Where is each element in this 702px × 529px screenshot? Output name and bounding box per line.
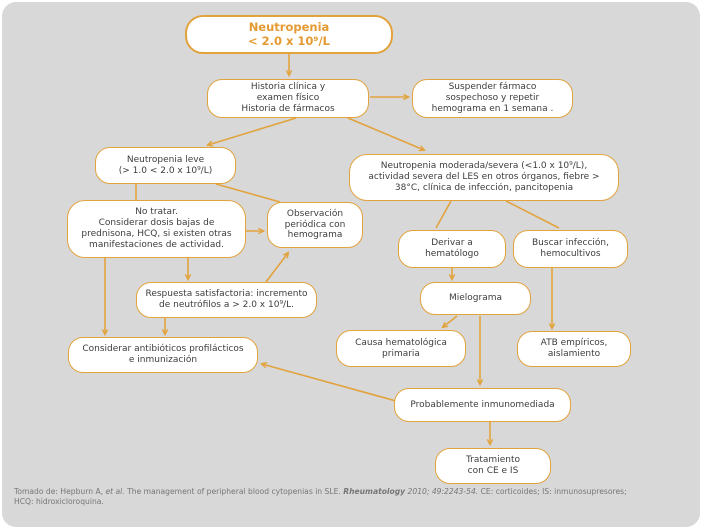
citation-etal: et al. [105,487,125,496]
node-probablemente-inmunomediada: Probablemente inmunomediada [394,388,571,422]
citation-journal: Rheumatology [343,487,406,496]
edge-moderate-refer [435,200,452,229]
node-causa-hematologica: Causa hematológica primaria [336,330,466,367]
citation-year-pages: 2010; 49:2243-54. [405,487,479,496]
citation-text-1: Tomado de: Hepburn A, [14,487,106,496]
node-respuesta-satisfactoria: Respuesta satisfactoria: incremento de n… [136,282,317,318]
node-derivar-hematologo: Derivar a hematólogo [398,230,506,268]
node-mielograma: Mielograma [420,282,531,315]
node-buscar-infeccion: Buscar infección, hemocultivos [513,230,628,268]
citation-abbreviations: CE: corticoides; IS: inmunosupresores; [478,487,627,496]
node-tratamiento-ce-is: Tratamiento con CE e IS [435,448,551,484]
edge-moderate-infection [505,200,560,229]
node-suspender-farmaco: Suspender fármaco sospechoso y repetir h… [412,79,573,118]
node-atb-empiricos: ATB empíricos, aislamiento [517,331,631,367]
citation-text-2: The management of peripheral blood cytop… [124,487,344,496]
node-observacion-periodica: Observación periódica con hemograma [267,202,363,248]
node-neutropenia-start: Neutropenia < 2.0 x 10⁹/L [185,15,393,54]
edge-mild-observe [215,183,281,203]
node-historia-clinica: Historia clínica y examen físico Histori… [207,79,369,118]
edge-history-moderate [347,117,424,150]
node-neutropenia-moderada-severa: Neutropenia moderada/severa (<1.0 x 10⁹/… [349,154,619,201]
node-neutropenia-leve: Neutropenia leve (> 1.0 < 2.0 x 10⁹/L) [95,147,236,184]
edge-myelogram-hematologic [443,315,458,327]
node-antibioticos-profilacticos: Considerar antibióticos profilácticos e … [68,337,258,373]
edge-response-observe [265,253,288,283]
edge-immune-prophylaxis [262,364,397,402]
node-no-tratar: No tratar. Considerar dosis bajas de pre… [67,200,246,258]
edge-history-mild [208,117,297,145]
citation-line2: HCQ: hidroxicloroquina. [14,497,104,507]
source-citation: Tomado de: Hepburn A, et al. The managem… [14,487,690,508]
